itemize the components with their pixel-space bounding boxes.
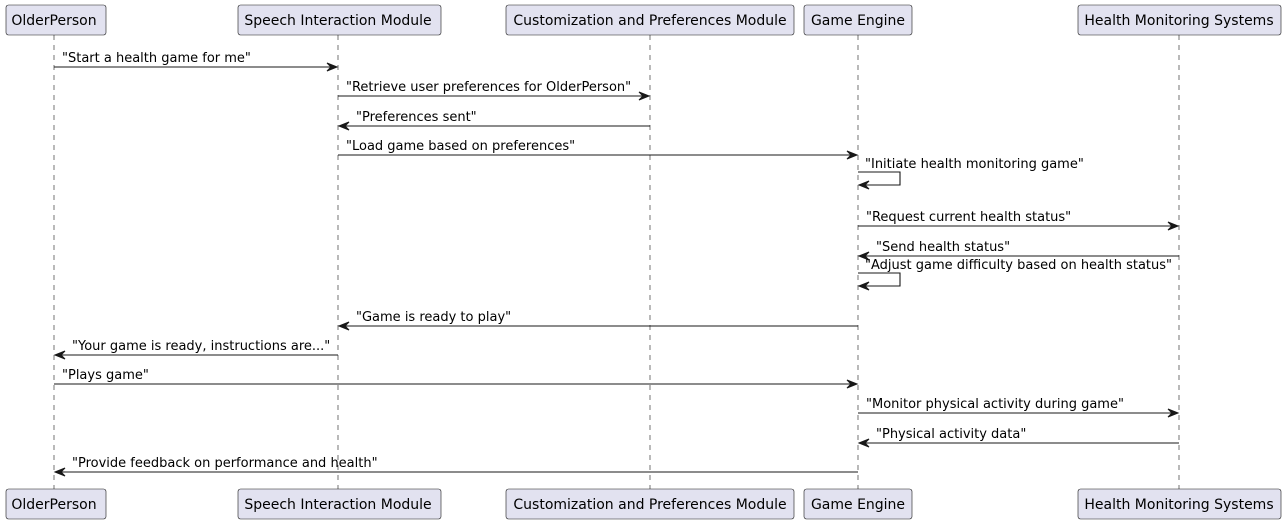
participant-box <box>1077 488 1282 520</box>
participant-box <box>237 4 442 36</box>
message-label: "Retrieve user preferences for OlderPers… <box>346 80 631 95</box>
participant-label: Health Monitoring Systems <box>1084 497 1273 513</box>
message-label: "Provide feedback on performance and hea… <box>72 456 378 471</box>
participant-older-bottom: OlderPerson <box>5 488 107 520</box>
message-11: "Plays game" <box>54 368 859 389</box>
message-label: "Request current health status" <box>866 210 1071 225</box>
message-9: "Game is ready to play" <box>337 310 858 331</box>
arrowhead <box>326 62 339 72</box>
arrowhead <box>337 321 350 331</box>
message-label: "Preferences sent" <box>356 110 477 125</box>
message-2: "Retrieve user preferences for OlderPers… <box>338 80 651 101</box>
message-label: "Adjust game difficulty based on health … <box>865 258 1172 273</box>
participant-box <box>505 488 795 520</box>
arrowhead <box>857 438 870 448</box>
participant-footer-row: OlderPerson Speech Interaction Module Cust… <box>5 488 1282 520</box>
participant-label: Speech Interaction Module <box>244 13 431 29</box>
message-label: "Initiate health monitoring game" <box>865 157 1084 172</box>
participant-label: Speech Interaction Module <box>244 497 431 513</box>
message-label: "Load game based on preferences" <box>346 139 575 154</box>
message-label: "Start a health game for me" <box>62 51 251 66</box>
participant-health-bottom: Health Monitoring Systems <box>1077 488 1282 520</box>
arrowhead <box>53 467 66 477</box>
participant-box <box>1077 4 1282 36</box>
participant-custom-bottom: Customization and Preferences Module <box>505 488 795 520</box>
arrowhead <box>857 180 870 190</box>
message-7: "Send health status" <box>857 240 1179 261</box>
participant-box <box>803 4 913 36</box>
arrowhead <box>857 281 870 291</box>
participant-label: Game Engine <box>811 13 905 29</box>
arrowhead <box>846 150 859 160</box>
participant-box <box>5 488 107 520</box>
participant-label: Health Monitoring Systems <box>1084 13 1273 29</box>
participant-older-top: OlderPerson <box>5 4 107 36</box>
message-3: "Preferences sent" <box>337 110 650 131</box>
message-10: "Your game is ready, instructions are...… <box>53 339 338 360</box>
message-label: "Game is ready to play" <box>356 310 511 325</box>
participant-label: Customization and Preferences Module <box>513 497 786 513</box>
participant-engine-bottom: Game Engine <box>803 488 913 520</box>
message-label: "Your game is ready, instructions are...… <box>72 339 330 354</box>
participant-custom-top: Customization and Preferences Module <box>505 4 795 36</box>
participant-box <box>5 4 107 36</box>
message-8: "Adjust game difficulty based on health … <box>857 258 1172 291</box>
participant-box <box>237 488 442 520</box>
participant-label: OlderPerson <box>11 13 96 29</box>
message-5: "Initiate health monitoring game" <box>857 157 1084 190</box>
message-12: "Monitor physical activity during game" <box>858 397 1180 418</box>
arrowhead <box>846 379 859 389</box>
self-message-arrow <box>858 272 901 287</box>
arrowhead <box>53 350 66 360</box>
participant-health-top: Health Monitoring Systems <box>1077 4 1282 36</box>
participant-box <box>803 488 913 520</box>
message-label: "Send health status" <box>876 240 1010 255</box>
participant-speech-top: Speech Interaction Module <box>237 4 442 36</box>
message-14: "Provide feedback on performance and hea… <box>53 456 858 477</box>
message-13: "Physical activity data" <box>857 427 1179 448</box>
message-4: "Load game based on preferences" <box>338 139 859 160</box>
message-label: "Monitor physical activity during game" <box>866 397 1124 412</box>
message-label: "Physical activity data" <box>876 427 1026 442</box>
arrowhead <box>638 91 651 101</box>
arrowhead <box>1167 408 1180 418</box>
participant-label: Customization and Preferences Module <box>513 13 786 29</box>
participant-label: Game Engine <box>811 497 905 513</box>
message-6: "Request current health status" <box>858 210 1180 231</box>
participant-engine-top: Game Engine <box>803 4 913 36</box>
participant-header-row: OlderPerson Speech Interaction Module Cust… <box>5 4 1282 36</box>
arrowhead <box>857 251 870 261</box>
arrowhead <box>1167 221 1180 231</box>
participant-speech-bottom: Speech Interaction Module <box>237 488 442 520</box>
message-label: "Plays game" <box>62 368 149 383</box>
messages: "Start a health game for me" "Retrieve us… <box>53 51 1180 477</box>
self-message-arrow <box>858 171 901 186</box>
message-1: "Start a health game for me" <box>54 51 339 72</box>
arrowhead <box>337 121 350 131</box>
participant-box <box>505 4 795 36</box>
participant-label: OlderPerson <box>11 497 96 513</box>
